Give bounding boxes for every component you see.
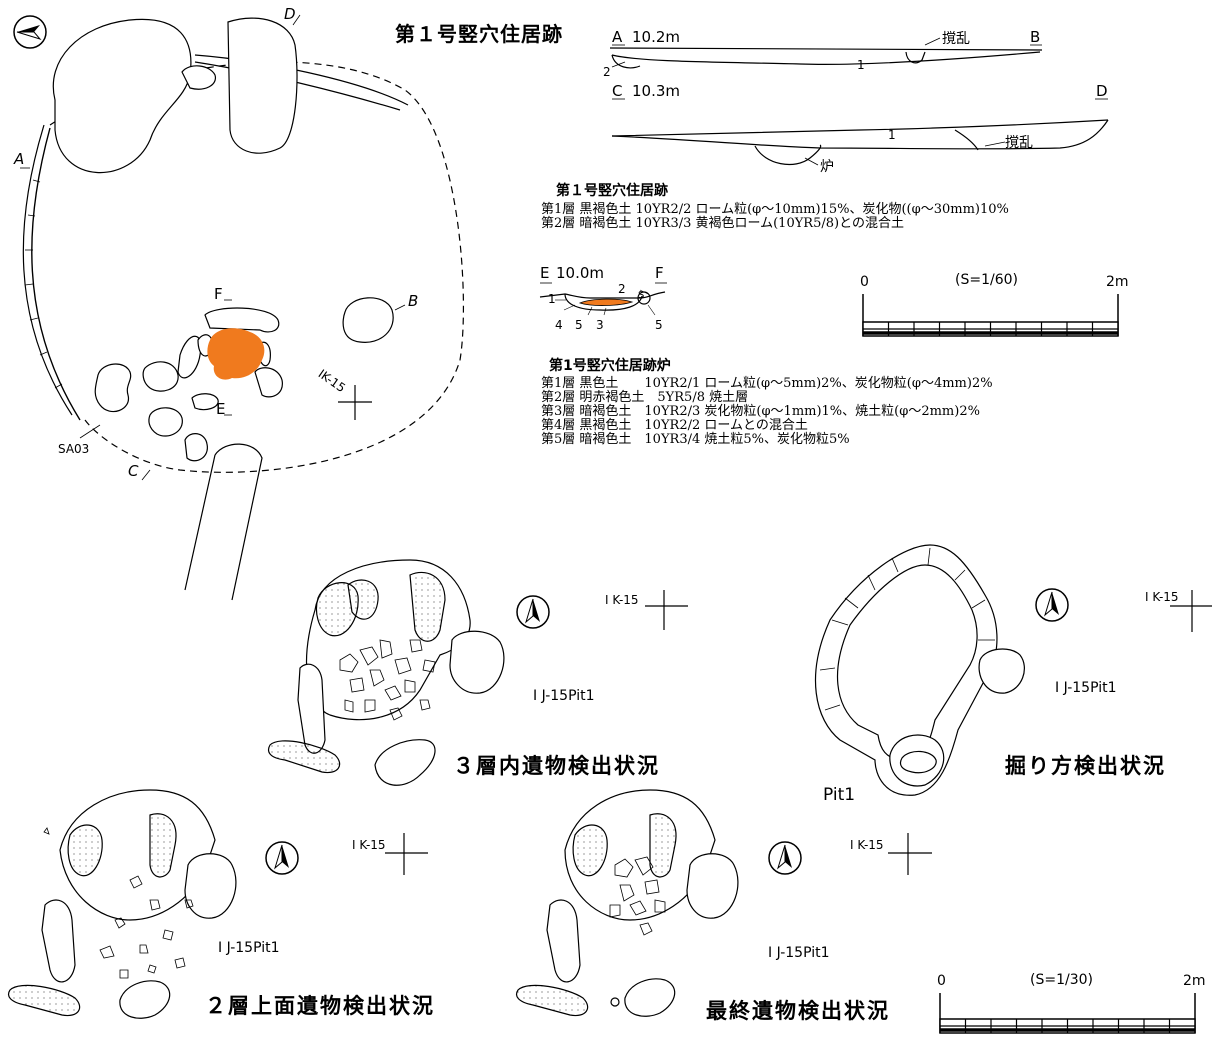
section-ab-layer2: 2 xyxy=(603,65,611,79)
section-ab xyxy=(609,37,1043,69)
section-ef-left: E xyxy=(540,264,550,282)
section-ef-right: F xyxy=(655,264,664,282)
detail-layer3 xyxy=(267,559,688,786)
detail3-caption: ２層上面遺物検出状況 xyxy=(205,994,435,1018)
section-ef-num-4: 4 xyxy=(555,318,563,332)
north-arrow-main xyxy=(13,15,47,49)
section-ef-num-2: 2 xyxy=(618,282,626,296)
section-ab-layer1: 1 xyxy=(857,58,865,72)
detail4-pit: I J-15Pit1 xyxy=(768,945,830,961)
detail-final xyxy=(515,789,932,1017)
scale-large-zero: 0 xyxy=(860,274,869,290)
section-ef-s: S xyxy=(638,290,645,301)
house-layers-title: 第１号竪穴住居跡 xyxy=(556,183,668,199)
detail2-pit: I J-15Pit1 xyxy=(1055,680,1117,696)
main-title: 第１号竪穴住居跡 xyxy=(395,22,563,46)
detail-excavation xyxy=(814,544,1212,796)
hearth-layer-line-2: 第2層 明赤褐色土 5YR5/8 焼土層 xyxy=(541,390,749,405)
plan-label-d: D xyxy=(284,5,296,23)
plan-label-c: C xyxy=(128,462,139,480)
plan-label-e: E xyxy=(216,400,226,418)
section-ef xyxy=(539,282,667,316)
section-cd-layer1: 1 xyxy=(888,128,896,142)
detail2-caption: 掘り方検出状況 xyxy=(1005,754,1166,778)
scale-small-label: (S=1/30) xyxy=(1030,972,1093,988)
north-arrow-detail4 xyxy=(768,841,802,875)
north-arrow-detail2 xyxy=(1035,588,1069,622)
section-cd xyxy=(611,98,1109,166)
section-ef-num-5: 5 xyxy=(575,318,583,332)
scale-small-zero: 0 xyxy=(937,973,946,989)
section-ef-num-1: 1 xyxy=(548,292,556,306)
detail3-grid: I K-15 xyxy=(352,838,386,852)
detail-layer2 xyxy=(7,789,428,1019)
scale-large-label: (S=1/60) xyxy=(955,272,1018,288)
section-ef-elev: 10.0m xyxy=(556,264,605,282)
house-layer-line-2: 第2層 暗褐色土 10YR3/3 黄褐色ローム(10YR5/8)との混合土 xyxy=(541,216,904,231)
section-ab-left: A xyxy=(612,28,623,46)
hearth-layer-line-4: 第4層 黒褐色土 10YR2/2 ロームとの混合土 xyxy=(541,418,808,433)
scale-large-end: 2m xyxy=(1106,274,1129,290)
detail2-extra: Pit1 xyxy=(823,785,856,805)
section-ef-num-3: 3 xyxy=(596,318,604,332)
section-ab-elev: 10.2m xyxy=(632,28,681,46)
detail1-caption: ３層内遺物検出状況 xyxy=(453,754,660,778)
detail4-grid: I K-15 xyxy=(850,838,884,852)
detail4-caption: 最終遺物検出状況 xyxy=(706,999,890,1023)
section-ef-num-5b: 5 xyxy=(655,318,663,332)
detail3-pit: I J-15Pit1 xyxy=(218,940,280,956)
plan-label-b: B xyxy=(408,292,419,310)
scale-small-end: 2m xyxy=(1183,973,1206,989)
plan-label-f: F xyxy=(214,285,223,303)
north-arrow-detail1 xyxy=(516,595,550,629)
scale-bar-small xyxy=(939,993,1196,1034)
hearth-layers-title: 第1号竪穴住居跡炉 xyxy=(549,358,671,374)
section-ab-disturb: 撹乱 xyxy=(942,31,970,47)
hearth-layer-line-3: 第3層 暗褐色土 10YR2/3 炭化物粒(φ～1mm)1%、焼土粒(φ～2mm… xyxy=(541,404,980,419)
house-plan xyxy=(20,14,465,601)
section-ab-right: B xyxy=(1030,28,1041,46)
burnt-soil-patch xyxy=(207,328,265,380)
house-layer-line-1: 第1層 黒褐色土 10YR2/2 ローム粒(φ～10mm)15%、炭化物((φ～… xyxy=(541,202,1009,217)
section-cd-hearth: 炉 xyxy=(820,159,834,175)
north-arrow-detail3 xyxy=(265,841,299,875)
hearth-layer-line-5: 第5層 暗褐色土 10YR3/4 焼土粒5%、炭化物粒5% xyxy=(541,432,850,447)
plan-feature-label: SA03 xyxy=(58,442,90,456)
detail2-grid: I K-15 xyxy=(1145,590,1179,604)
section-cd-disturb: 撹乱 xyxy=(1005,135,1033,151)
plan-label-a: A xyxy=(14,150,25,168)
section-cd-left: C xyxy=(612,82,623,100)
detail1-grid: I K-15 xyxy=(605,593,639,607)
detail1-pit: I J-15Pit1 xyxy=(533,688,595,704)
hearth-layer-line-1: 第1層 黒色土 10YR2/1 ローム粒(φ～5mm)2%、炭化物粒(φ～4mm… xyxy=(541,376,993,391)
section-cd-elev: 10.3m xyxy=(632,82,681,100)
scale-bar-large xyxy=(862,294,1119,337)
section-cd-right: D xyxy=(1096,82,1108,100)
